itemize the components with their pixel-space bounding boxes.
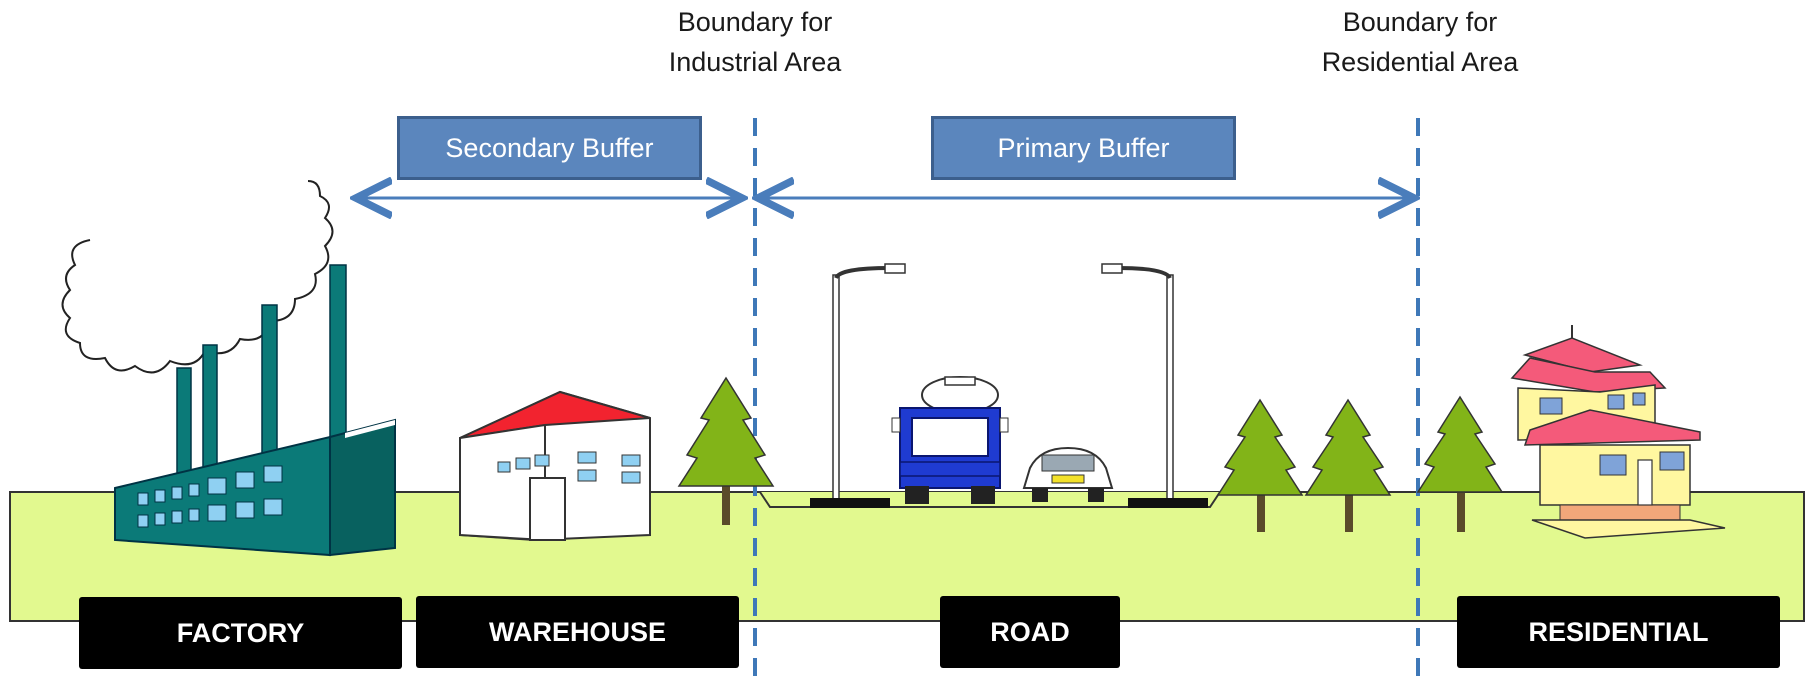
street-light-icon — [1101, 263, 1208, 508]
smoke-cloud-icon — [61, 180, 334, 374]
tree-icon — [1216, 398, 1304, 532]
residential-zone-label: RESIDENTIAL — [1457, 596, 1780, 668]
truck-icon — [891, 376, 1009, 504]
car-icon — [1022, 446, 1114, 502]
tree-icon — [1304, 398, 1392, 532]
tree-icon — [677, 376, 775, 525]
residential-boundary-label: Boundary for Residential Area — [1290, 2, 1550, 82]
house-icon — [1510, 325, 1726, 539]
industrial-boundary-line2: Industrial Area — [668, 47, 842, 77]
industrial-boundary-label: Boundary for Industrial Area — [625, 2, 885, 82]
residential-boundary-line1: Boundary for — [1342, 7, 1498, 37]
street-light-icon — [810, 263, 906, 508]
tree-icon — [1416, 395, 1504, 532]
industrial-boundary-line1: Boundary for — [677, 7, 833, 37]
road-zone-label: ROAD — [940, 596, 1120, 668]
factory-zone-label: FACTORY — [79, 597, 402, 669]
factory-icon — [114, 264, 396, 557]
residential-boundary-line2: Residential Area — [1321, 47, 1519, 77]
primary-buffer-label: Primary Buffer — [931, 116, 1236, 180]
warehouse-zone-label: WAREHOUSE — [416, 596, 739, 668]
warehouse-icon — [459, 390, 651, 542]
secondary-buffer-label: Secondary Buffer — [397, 116, 702, 180]
